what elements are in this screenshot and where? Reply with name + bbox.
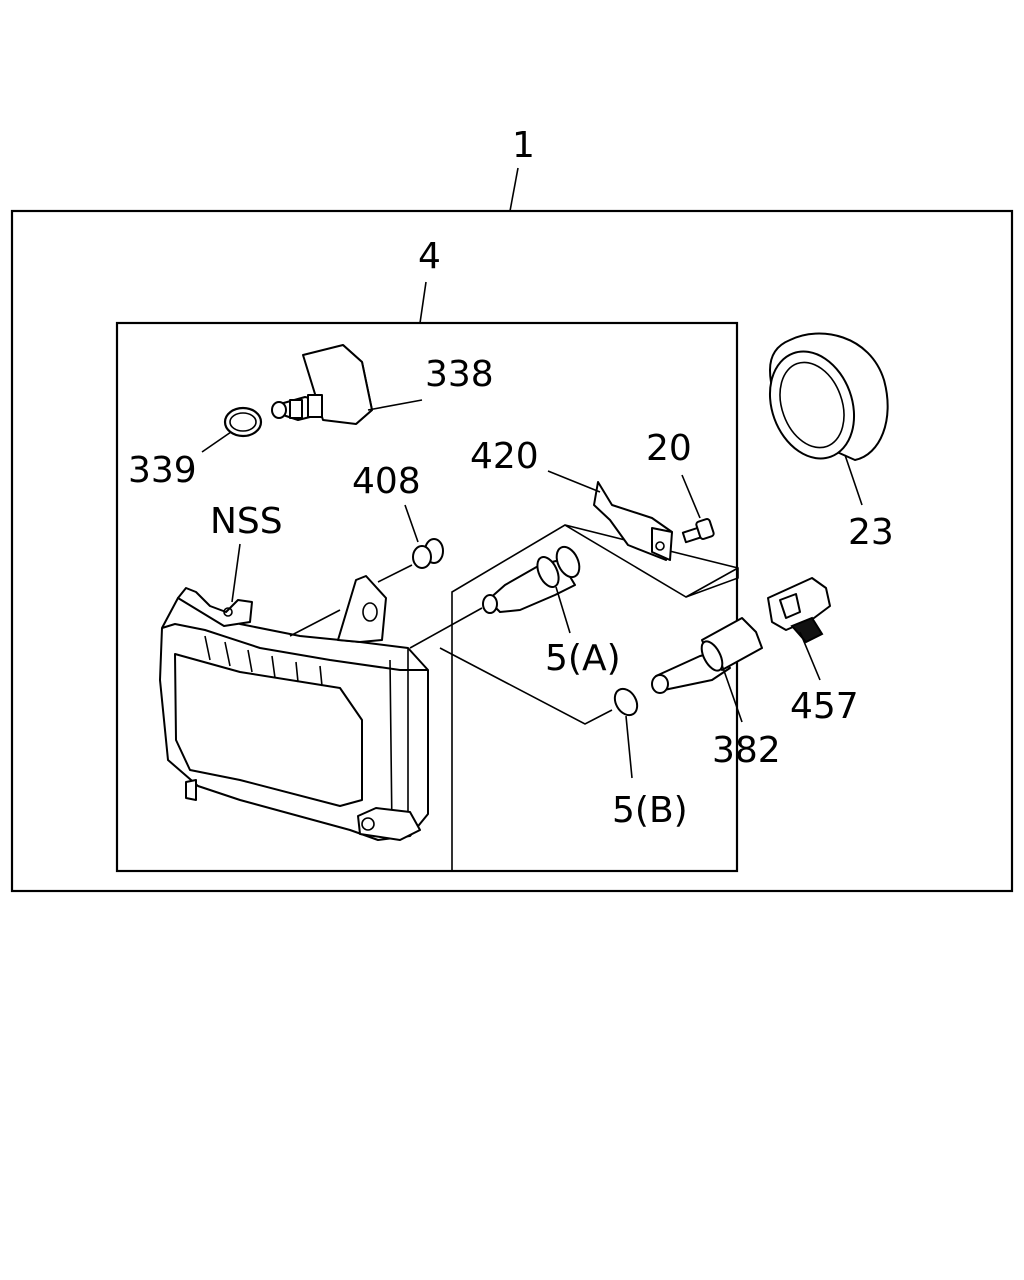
bulb-subframe-line [685, 567, 739, 598]
leader-338 [367, 399, 423, 411]
leader-382 [721, 664, 743, 723]
leader-5a [555, 586, 571, 634]
ring-23-icon [768, 332, 889, 461]
label-nss: NSS [210, 501, 283, 542]
bracket-420-icon [593, 481, 673, 561]
bulb-subframe [451, 524, 739, 870]
assembly-frame [10, 209, 1014, 893]
leader-420 [547, 470, 601, 493]
label-4: 4 [418, 236, 441, 277]
leader-1 [509, 167, 519, 212]
bulb-5a-icon [482, 545, 581, 614]
leader-grommet-lamp [289, 609, 341, 637]
leader-4 [419, 281, 427, 324]
leader-20 [681, 474, 701, 519]
grommet-408-icon [412, 538, 444, 569]
bulb-subframe-lower [439, 647, 613, 725]
leader-457 [799, 631, 821, 681]
socket-338-icon [271, 344, 373, 425]
leader-nss [231, 543, 241, 603]
lamp-unit-frame [115, 321, 739, 873]
label-5b: 5(B) [612, 790, 688, 831]
socket-382-icon [651, 617, 763, 694]
lamp-housing-icon [159, 575, 429, 841]
o-ring-339-icon [223, 406, 263, 438]
label-1: 1 [512, 125, 535, 166]
label-382: 382 [712, 730, 781, 771]
label-408: 408 [352, 461, 421, 502]
leader-339 [201, 431, 232, 453]
label-5a: 5(A) [545, 638, 621, 679]
label-339: 339 [128, 450, 197, 491]
label-20: 20 [646, 428, 692, 469]
label-457: 457 [790, 686, 859, 727]
label-338: 338 [425, 354, 494, 395]
connector-457-icon [767, 577, 831, 644]
leader-23 [844, 454, 863, 506]
leader-5a-to-lamp [409, 607, 483, 649]
leader-408 [404, 504, 419, 543]
screw-20-icon [681, 518, 715, 544]
leader-408-to-lamp [377, 564, 413, 583]
label-420: 420 [470, 436, 539, 477]
leader-5b [625, 715, 633, 779]
bulb-5b-icon [613, 687, 639, 717]
label-23: 23 [848, 512, 894, 553]
